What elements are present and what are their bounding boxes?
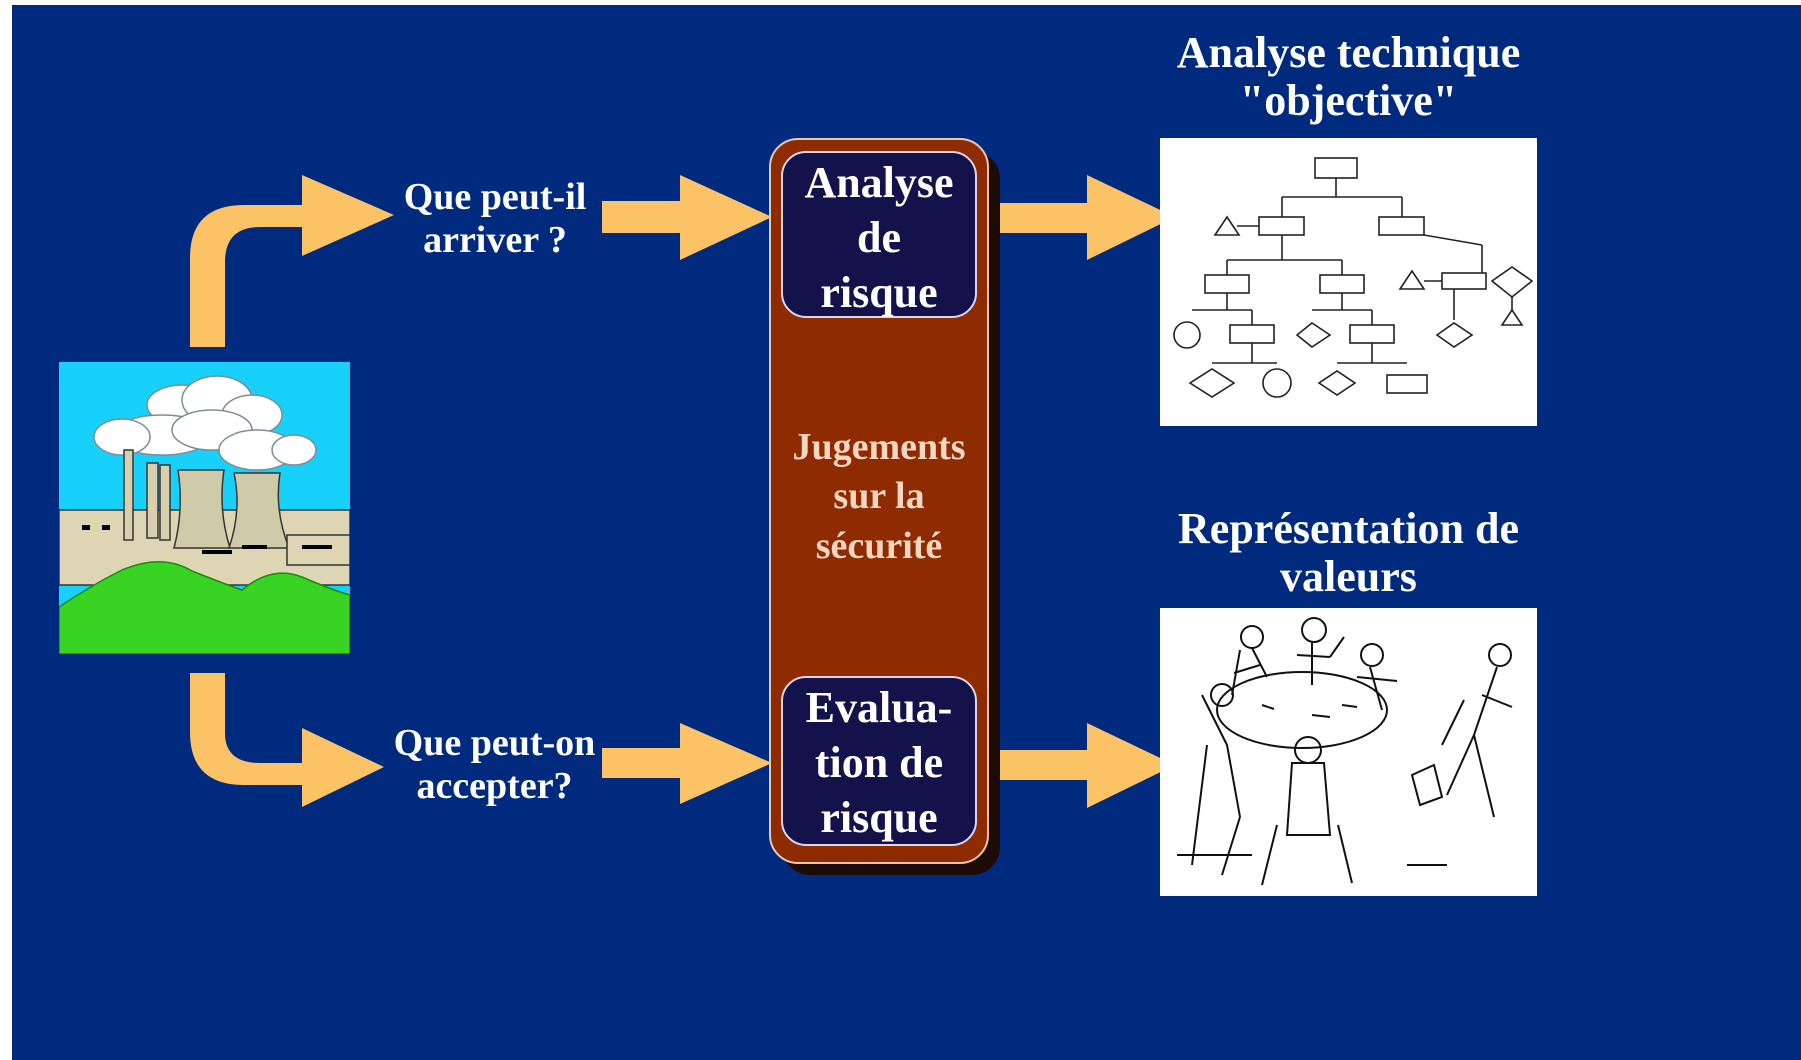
arrow-to-meeting [995,723,1175,808]
jugements-securite-label: Jugements sur la sécurité [792,426,966,567]
nuclear-plant-icon [59,362,350,654]
representation-valeurs-heading: Représentation de valeurs [1178,504,1519,601]
curved-arrow-down [190,673,384,807]
question-bottom: Que peut-on accepter? [393,722,596,807]
arrow-to-fault-tree [995,175,1175,260]
fault-tree-diagram-icon [1160,138,1537,426]
analyse-risque-label: Analyse de risque [804,158,954,317]
evaluation-risque-box [781,676,977,846]
people-meeting-sketch-icon [1160,608,1537,896]
analyse-risque-box [781,151,977,318]
question-top: Que peut-il arriver ? [403,176,587,261]
arrow-to-evaluation [602,723,772,804]
analyse-technique-heading: Analyse technique "objective" [1176,28,1521,125]
curved-arrow-up [190,175,394,347]
evaluation-risque-label: Evalua- tion de risque [805,683,953,842]
slide: Que peut-il arriver ? Que peut-on accept… [12,5,1801,1060]
arrow-to-analyse [602,175,772,260]
diagram-canvas [59,138,1537,896]
